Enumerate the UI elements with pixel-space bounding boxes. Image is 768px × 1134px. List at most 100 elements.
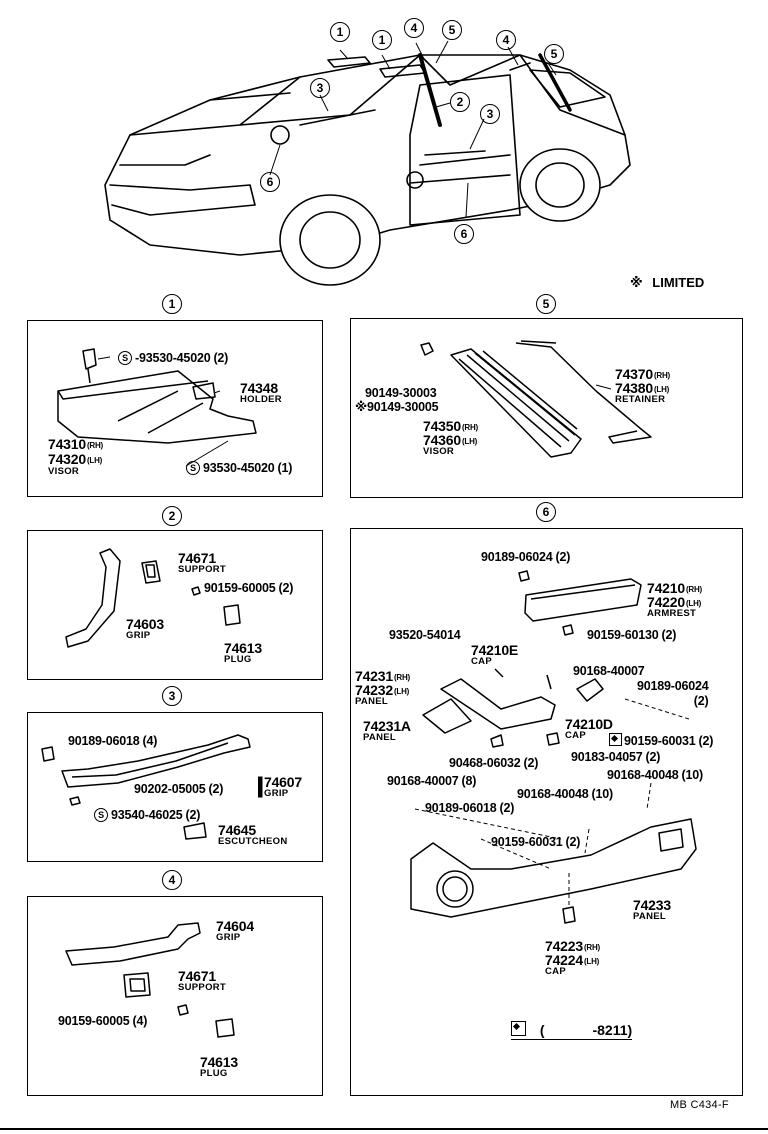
s6-cap-e-name: CAP [471,656,492,667]
s1-screw-bottom-mark: S [186,461,200,475]
s1-visor-lh: 74320(LH) [48,452,102,466]
assist-grip-drawing [28,531,324,681]
car-callout-4b: 4 [496,30,516,50]
s6-bolt-c1-qty: (10) [591,787,613,801]
door-trim-drawing [351,529,744,1097]
sun-visor-drawing [28,321,324,498]
car-callout-3b: 3 [480,104,500,124]
s6-armrest-lh-suffix: (LH) [685,599,702,608]
s1-screw-top-mark: S [118,351,132,365]
s5-retainer-rh: 74370(RH) [615,367,670,381]
s6-clip-right-number: 90189-06024 [637,679,709,693]
car-callout-1b: 1 [372,30,392,50]
s2-support-number: 74671 [178,550,216,566]
section-heading-1: 1 [162,294,182,314]
s6-armrest-lh-number: 74220 [647,594,685,610]
s6-cap-nut: 90183-04057(2) [571,751,660,764]
s6-panel-lh: 74232(LH) [355,683,409,697]
s5-visor-name: VISOR [423,446,455,457]
s6-screw-sq-number: 90159-60031 [624,734,696,748]
s6-cap-lh-number: 74224 [545,952,583,968]
s6-bolt-c1: 90168-40048(10) [517,788,613,801]
s6-panel-name: PANEL [355,696,388,707]
s4-plug-number: 74613 [200,1054,238,1070]
s5-visor-rh-number: 74350 [423,418,461,434]
s2-screw-qty: (2) [278,581,294,595]
s6-armrest-lh: 74220(LH) [647,595,701,609]
limited-text: LIMITED [652,275,705,290]
s6-cap-rh: 74223(RH) [545,939,600,953]
section-heading-3: 3 [162,686,182,706]
car-callout-4a: 4 [404,18,424,38]
s6-cap-d-name: CAP [565,730,586,741]
s3-clip: 90189-06018(4) [68,735,157,748]
section-6-panel: 90189-06024(2) 74210(RH) 74220(LH) ARMRE… [350,528,743,1096]
s6-footnote: ( -8211) [511,1021,633,1040]
s6-clip-mid-qty: (2) [523,756,539,770]
s4-grip-number: 74604 [216,918,254,934]
s5-clip-std: 90149-30003 [365,386,437,400]
s6-panel-main-number: 74233 [633,897,671,913]
s6-footnote-range: -8211) [592,1022,633,1038]
diamond-square-mark-icon [609,733,622,746]
s6-screw-sq-qty: (2) [698,734,714,748]
figure-code: MB C434-F [670,1099,729,1111]
s4-screw: 90159-60005(4) [58,1015,147,1028]
s6-cap-rh-suffix: (RH) [583,943,601,952]
s6-cap-lh: 74224(LH) [545,953,599,967]
s5-visor-rh: 74350(RH) [423,419,478,433]
s4-plug-name: PLUG [200,1068,228,1079]
s1-visor-rh: 74310(RH) [48,437,103,451]
s6-panel-lh-number: 74232 [355,682,393,698]
s6-bolt-b-qty: (8) [461,774,477,788]
section-4-panel: 74604 GRIP 74671 SUPPORT 90159-60005(4) … [27,896,323,1096]
s6-armrest-rh-suffix: (RH) [685,585,703,594]
s2-grip-name: GRIP [126,630,151,641]
s3-nut-qty: (2) [208,782,224,796]
s5-retainer-rh-number: 74370 [615,366,653,382]
roof-grip-drawing [28,897,324,1097]
s6-screw-low: 90159-60031(2) [491,836,580,849]
section-5-panel: 74370(RH) 74380(LH) RETAINER 90149-30003… [350,318,743,498]
s1-visor-name: VISOR [48,466,80,477]
s1-holder-name: HOLDER [240,394,282,405]
s6-bolt-b: 90168-40007(8) [387,775,476,788]
s6-cap-e-number: 74210E [471,642,519,658]
s2-screw-number: 90159-60005 [204,581,276,595]
s3-nut-number: 90202-05005 [134,782,206,796]
s3-clip-number: 90189-06018 [68,734,140,748]
s6-clip-right: 90189-06024(2) [637,679,709,707]
s6-screw-low-number: 90159-60031 [491,835,563,849]
s3-escutcheon-number: 74645 [218,822,256,838]
car-callout-6a: 6 [260,172,280,192]
s6-cap-lh-suffix: (LH) [583,957,600,966]
roof-visor-drawing [351,319,744,499]
s5-retainer-rh-suffix: (RH) [653,371,671,380]
s6-clip-mid: 90468-06032(2) [449,757,538,770]
s6-clip-low: 90189-06018(2) [425,802,514,815]
s6-panel-rh: 74231(RH) [355,669,410,683]
s6-cap-nut-qty: (2) [645,750,661,764]
section-2-panel: 74671 SUPPORT 90159-60005(2) 74603 GRIP … [27,530,323,680]
s5-clip-ltd-number: 90149-30005 [366,400,439,414]
s2-plug-name: PLUG [224,654,252,665]
s4-grip-name: GRIP [216,932,241,943]
s6-armrest-rh: 74210(RH) [647,581,702,595]
s5-visor-lh-suffix: (LH) [461,437,478,446]
s1-screw-bottom-qty: (1) [277,461,293,475]
s6-cap-rh-number: 74223 [545,938,583,954]
s1-screw-top-label: S-93530-45020(2) [118,351,228,365]
s1-screw-bottom-number: 93530-45020 [203,461,275,475]
s5-visor-lh: 74360(LH) [423,433,477,447]
s6-screw-s: 93520-54014 [389,628,461,642]
s5-retainer-lh: 74380(LH) [615,381,669,395]
car-callout-3a: 3 [310,78,330,98]
s3-escutcheon-name: ESCUTCHEON [218,836,288,847]
s5-visor-rh-suffix: (RH) [461,423,479,432]
s6-panel-a-number: 74231A [363,718,411,734]
s6-panel-lh-suffix: (LH) [393,687,410,696]
s3-grip-number: 74607 [264,774,302,790]
s5-retainer-lh-suffix: (LH) [653,385,670,394]
s6-bolt-c2: 90168-40048(10) [607,769,703,782]
